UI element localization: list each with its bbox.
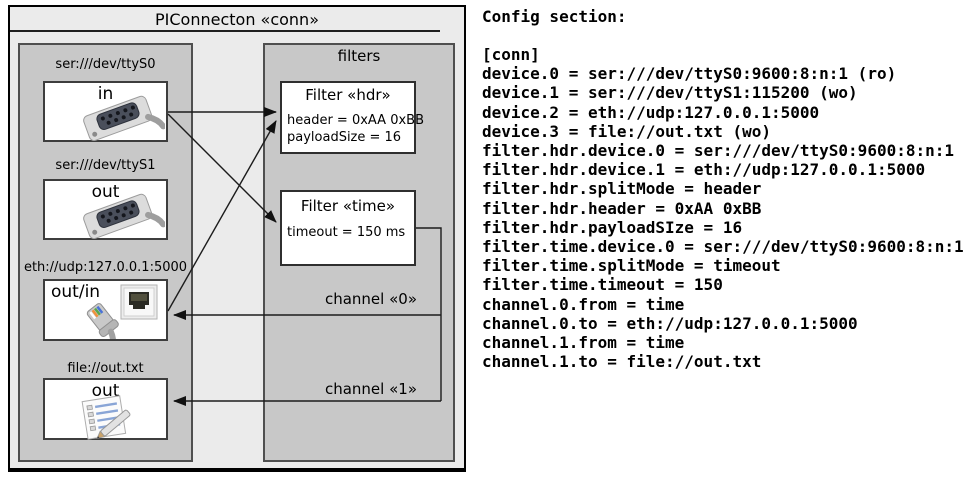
devices-panel: ser:///dev/ttyS0 in ser:/ bbox=[18, 43, 193, 462]
device-box-ttyS1: out bbox=[43, 179, 168, 240]
device-uri-label: ser:///dev/ttyS0 bbox=[55, 57, 156, 72]
config-blank-line bbox=[482, 26, 964, 45]
config-line: device.3 = file://out.txt (wo) bbox=[482, 121, 771, 141]
channel-0-label: channel «0» bbox=[324, 290, 417, 308]
config-line: filter.hdr.device.0 = ser:///dev/ttyS0:9… bbox=[482, 141, 955, 161]
config-line: filter.hdr.header = 0xAA 0xBB bbox=[482, 198, 762, 218]
title-separator bbox=[10, 30, 440, 32]
device-box-eth: out/in bbox=[43, 279, 168, 341]
config-line: filter.hdr.device.1 = eth://udp:127.0.0.… bbox=[482, 160, 926, 180]
device-uri-label: eth://udp:127.0.0.1:5000 bbox=[23, 260, 188, 275]
config-panel: Config section: [conn] device.0 = ser://… bbox=[482, 7, 964, 371]
device-direction: out/in bbox=[51, 282, 101, 302]
device-direction: in bbox=[97, 84, 114, 104]
device-direction: out bbox=[91, 381, 120, 401]
config-line: filter.hdr.payloadSIze = 16 bbox=[482, 217, 743, 237]
config-line: filter.hdr.splitMode = header bbox=[482, 179, 762, 199]
config-line: [conn] bbox=[482, 45, 540, 64]
device-direction: out bbox=[91, 182, 120, 202]
config-line: device.0 = ser:///dev/ttyS0:9600:8:n:1 (… bbox=[482, 64, 897, 84]
config-line: channel.1.from = time bbox=[482, 333, 685, 353]
config-line: filter.time.splitMode = timeout bbox=[482, 256, 781, 276]
config-line: channel.1.to = file://out.txt bbox=[482, 352, 762, 372]
config-heading: Config section: bbox=[482, 7, 627, 26]
config-line: filter.time.device.0 = ser:///dev/ttyS0:… bbox=[482, 237, 964, 257]
config-line: device.2 = eth://udp:127.0.0.1:5000 bbox=[482, 102, 820, 122]
device-box-ttyS0: in bbox=[43, 81, 168, 142]
filters-panel: filters Filter «hdr» header = 0xAA 0xBB … bbox=[263, 43, 455, 462]
filter-title: Filter «time» bbox=[300, 197, 396, 215]
config-line: channel.0.from = time bbox=[482, 294, 685, 314]
config-line: device.1 = ser:///dev/ttyS1:115200 (wo) bbox=[482, 83, 858, 103]
filter-property: timeout = 150 ms bbox=[287, 225, 406, 240]
config-line: filter.time.timeout = 150 bbox=[482, 275, 723, 295]
device-uri-label: ser:///dev/ttyS1 bbox=[55, 158, 156, 173]
filter-title: Filter «hdr» bbox=[305, 86, 391, 104]
filter-box-time: Filter «time» timeout = 150 ms bbox=[280, 190, 416, 266]
filter-property: payloadSize = 16 bbox=[287, 130, 402, 145]
channel-1-label: channel «1» bbox=[324, 380, 417, 398]
connector-diagram: PIConnecton «conn» ser:///dev/ttyS0 in bbox=[0, 0, 470, 484]
diagram-title: PIConnecton «conn» bbox=[155, 10, 319, 29]
device-box-file: out bbox=[43, 378, 168, 440]
filter-box-hdr: Filter «hdr» header = 0xAA 0xBB payloadS… bbox=[280, 81, 424, 154]
filter-property: header = 0xAA 0xBB bbox=[287, 113, 425, 128]
config-line: channel.0.to = eth://udp:127.0.0.1:5000 bbox=[482, 313, 858, 333]
filters-panel-label: filters bbox=[337, 47, 381, 65]
device-uri-label: file://out.txt bbox=[67, 361, 144, 376]
piconnector-box: PIConnecton «conn» ser:///dev/ttyS0 in bbox=[8, 5, 466, 472]
